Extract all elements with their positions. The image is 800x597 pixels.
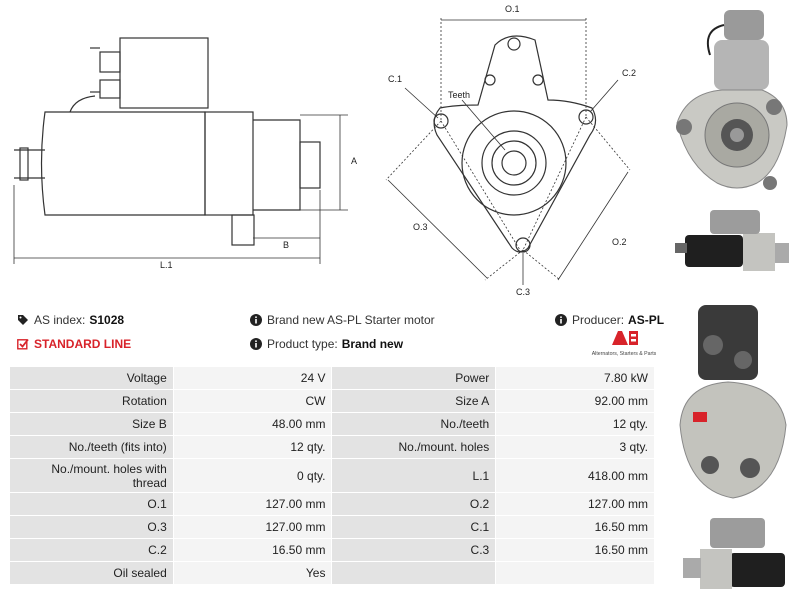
spec-value: 16.50 mm [495, 515, 655, 539]
spec-label: Size B [9, 412, 174, 436]
as-pl-logo: Alternators, Starters & Parts [588, 329, 660, 364]
product-photo-side-2 [675, 513, 797, 593]
as-index-value: S1028 [89, 313, 125, 327]
label-c1: C.1 [388, 74, 402, 84]
spec-value: 127.00 mm [172, 492, 333, 516]
spec-label: O.1 [9, 492, 174, 516]
product-type-value: Brand new [341, 337, 404, 351]
spec-label [331, 561, 497, 585]
label-l1: L.1 [160, 260, 173, 270]
as-index-label: AS index: [34, 313, 86, 327]
spec-label: Oil sealed [9, 561, 174, 585]
spec-value: 127.00 mm [172, 515, 333, 539]
spec-label: Rotation [9, 389, 174, 413]
spec-label: O.2 [331, 492, 497, 516]
product-type: Product type: Brand new [250, 337, 403, 351]
spec-value: CW [172, 389, 333, 413]
spec-value: 127.00 mm [495, 492, 655, 516]
label-o2: O.2 [612, 237, 627, 247]
spec-label: No./teeth (fits into) [9, 435, 174, 459]
spec-label: L.1 [331, 458, 497, 493]
spec-value: 12 qty. [172, 435, 333, 459]
info-icon [250, 338, 262, 350]
label-o3: O.3 [413, 222, 428, 232]
technical-drawing: O.1 C.1 C.2 Teeth O.3 O.2 C.3 A B L.1 [13, 4, 636, 297]
spec-label: No./mount. holes with thread [9, 458, 174, 493]
logo-tagline: Alternators, Starters & Parts [592, 351, 657, 357]
product-type-label: Product type: [267, 337, 338, 351]
spec-value: 12 qty. [495, 412, 655, 436]
spec-label: Size A [331, 389, 497, 413]
spec-value: 92.00 mm [495, 389, 655, 413]
producer-label: Producer: [572, 313, 625, 327]
label-teeth: Teeth [448, 90, 470, 100]
spec-value: 16.50 mm [172, 538, 333, 562]
product-photo-front [662, 5, 797, 195]
spec-value: 418.00 mm [495, 458, 655, 493]
spec-label: Power [331, 366, 497, 390]
producer: Producer: AS-PL [555, 313, 664, 327]
as-pl-logo-mark: Alternators, Starters & Parts [592, 331, 657, 357]
spec-value: 16.50 mm [495, 538, 655, 562]
spec-value: Yes [172, 561, 333, 585]
label-c3: C.3 [516, 287, 530, 297]
standard-line-text: STANDARD LINE [34, 337, 132, 351]
info-icon [250, 314, 262, 326]
checkbox-checked-icon [17, 338, 29, 350]
tag-icon [18, 315, 28, 325]
spec-value: 48.00 mm [172, 412, 333, 436]
spec-label: No./mount. holes [331, 435, 497, 459]
spec-label: C.3 [331, 538, 497, 562]
standard-line: STANDARD LINE [17, 337, 131, 351]
spec-value: 24 V [172, 366, 333, 390]
spec-row: No./teeth (fits into)12 qty.No./mount. h… [9, 435, 655, 459]
spec-value: 7.80 kW [495, 366, 655, 390]
spec-label: No./teeth [331, 412, 497, 436]
info-icon [555, 314, 567, 326]
label-o1: O.1 [505, 4, 520, 14]
spec-label: C.1 [331, 515, 497, 539]
spec-value: 3 qty. [495, 435, 655, 459]
product-photo-rear [668, 300, 797, 505]
label-c2: C.2 [622, 68, 636, 78]
spec-value: 0 qty. [172, 458, 333, 493]
spec-label: O.3 [9, 515, 174, 539]
as-index: AS index: S1028 [17, 313, 124, 327]
spec-value [495, 561, 655, 585]
label-a: A [351, 156, 357, 166]
spec-label: Voltage [9, 366, 174, 390]
description-text: Brand new AS-PL Starter motor [267, 313, 435, 327]
label-b: B [283, 240, 289, 250]
spec-label: C.2 [9, 538, 174, 562]
description: Brand new AS-PL Starter motor [250, 313, 435, 327]
producer-value: AS-PL [628, 313, 665, 327]
product-photo-side [675, 205, 797, 277]
